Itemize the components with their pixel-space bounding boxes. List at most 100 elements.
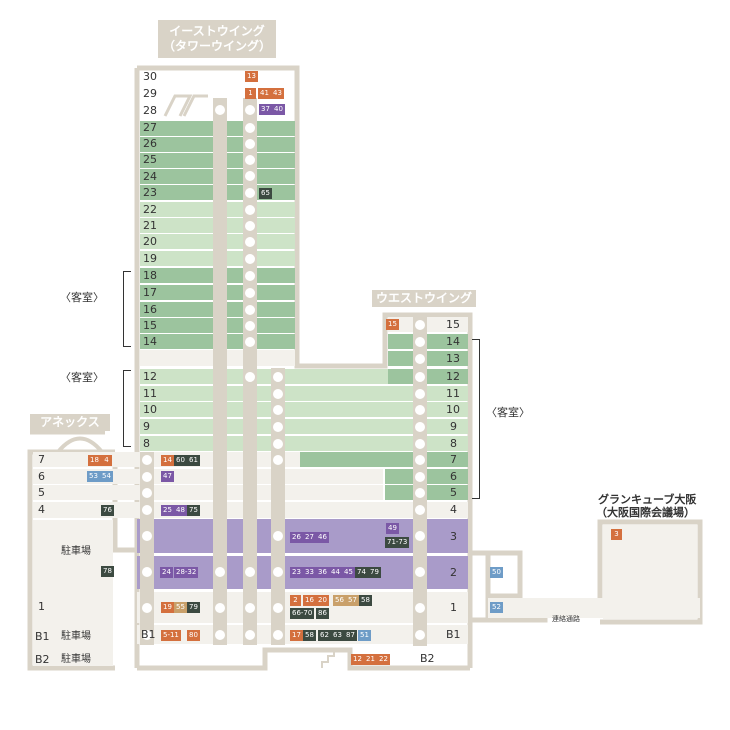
facility-badge[interactable]: 21 [364,654,377,665]
facility-badge[interactable]: 65 [259,188,272,199]
facility-badge[interactable]: 5-11 [161,630,181,641]
elevator-stop [273,389,283,399]
facility-badge[interactable]: 47 [161,471,174,482]
facility-badge[interactable]: 14 [161,455,174,466]
facility-badge[interactable]: 43 [271,88,284,99]
facility-badge[interactable]: 25 [161,505,174,516]
facility-badge[interactable]: 50 [490,567,503,578]
facility-badge[interactable]: 55 [174,602,187,613]
facility-badge[interactable]: 45 [342,567,355,578]
facility-badge[interactable]: 80 [187,630,200,641]
facility-badge[interactable]: 86 [316,608,329,619]
facility-badge[interactable]: 26 [290,532,303,543]
facility-badge[interactable]: 62 [318,630,331,641]
facility-badge[interactable]: 51 [358,630,371,641]
west-floor-label: B2 [420,652,435,665]
facility-badge[interactable]: 20 [316,595,329,606]
elevator-stop [415,320,425,330]
west-floor-label: 7 [450,453,457,466]
elevator-stop [415,422,425,432]
floor-label: 23 [143,186,157,199]
elevator-stop [245,188,255,198]
elevator-stop [142,472,152,482]
facility-badge[interactable]: 58 [359,595,372,606]
floor-5 [33,485,383,500]
floor-label: 10 [143,403,157,416]
elevator-stop [415,389,425,399]
floor-label: 30 [143,70,157,83]
facility-badge[interactable]: 71-73 [385,537,410,548]
facility-badge[interactable]: 12 [351,654,364,665]
facility-badge[interactable]: 58 [303,630,316,641]
facility-badge[interactable]: 17 [290,630,303,641]
facility-badge[interactable]: 48 [174,505,187,516]
facility-badge[interactable]: 61 [187,455,200,466]
east-wing-title-line1: イーストウイング [169,24,265,38]
facility-badge[interactable]: 3 [611,529,622,540]
elevator-stop [142,603,152,613]
facility-badge[interactable]: 19 [161,602,174,613]
facility-badge[interactable]: 87 [344,630,357,641]
facility-badge[interactable]: 76 [101,505,114,516]
facility-badge[interactable]: 60 [174,455,187,466]
bracket-lower [123,370,131,447]
facility-badge[interactable]: 27 [303,532,316,543]
facility-badge[interactable]: 24 [160,567,173,578]
facility-badge[interactable]: 46 [316,532,329,543]
west-floor-label: 8 [450,437,457,450]
elevator-stop [415,488,425,498]
facility-badge[interactable]: 28-32 [174,567,199,578]
elevator-stop [245,271,255,281]
facility-badge[interactable]: 53 [87,471,100,482]
facility-badge[interactable]: 4 [101,455,112,466]
facility-badge[interactable]: 52 [490,602,503,613]
elevator-stop [142,567,152,577]
facility-badge[interactable]: 16 [303,595,316,606]
west-floor-label: 12 [446,370,460,383]
facility-badge[interactable]: 37 [259,104,272,115]
elevator-stop [273,567,283,577]
floor-label: B1 [141,628,156,641]
elevator-stop [415,531,425,541]
facility-badge[interactable]: 2 [290,595,301,606]
facility-badge[interactable]: 54 [100,471,113,482]
elevator-stop [245,337,255,347]
facility-badge[interactable]: 33 [303,567,316,578]
facility-badge[interactable]: 13 [245,71,258,82]
facility-badge[interactable]: 23 [290,567,303,578]
west-floor-13 [388,351,468,366]
floor-label: 22 [143,203,157,216]
facility-badge[interactable]: 22 [377,654,390,665]
floor-label: 8 [143,437,150,450]
facility-badge[interactable]: 74 [355,567,368,578]
facility-badge[interactable]: 56 [333,595,346,606]
facility-badge[interactable]: 75 [187,505,200,516]
facility-badge[interactable]: 79 [368,567,381,578]
facility-badge[interactable]: 78 [101,566,114,577]
facility-badge[interactable]: 79 [187,602,200,613]
facility-badge[interactable]: 40 [272,104,285,115]
facility-badge[interactable]: 44 [329,567,342,578]
facility-badge[interactable]: 66-70 [290,608,315,619]
elevator-stop [245,321,255,331]
elevator-stop [215,105,225,115]
facility-badge[interactable]: 41 [258,88,271,99]
facility-badge[interactable]: 15 [386,319,399,330]
facility-badge[interactable]: 36 [316,567,329,578]
west-floor-label: 5 [450,486,457,499]
west-floor-label: 3 [450,530,457,543]
facility-badge[interactable]: 57 [346,595,359,606]
facility-badge[interactable]: 18 [88,455,101,466]
elevator-stop [245,123,255,133]
elevator-stop [245,237,255,247]
elevator-stop [245,603,255,613]
facility-badge[interactable]: 63 [331,630,344,641]
facility-badge[interactable]: 49 [386,523,399,534]
elevator-stop [273,603,283,613]
elevator-stop [415,354,425,364]
annex-floor-label: 1 [38,600,45,613]
facility-badge[interactable]: 1 [245,88,256,99]
elevator-stop [273,455,283,465]
guest-room-label-lower: 〈客室〉 [60,371,104,384]
